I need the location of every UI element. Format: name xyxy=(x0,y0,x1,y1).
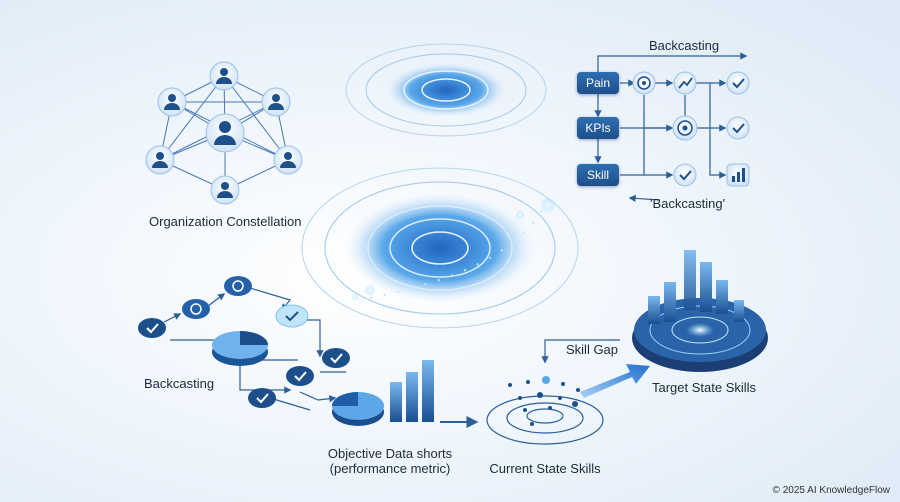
top-ripple xyxy=(345,43,547,137)
target-state-label: Target State Skills xyxy=(652,380,757,395)
trend-icon xyxy=(673,71,697,95)
check-icon xyxy=(275,304,309,328)
objective-data-chart xyxy=(332,360,479,428)
flow-box-pain: Pain xyxy=(577,72,619,94)
target-icon xyxy=(182,299,210,319)
target-icon xyxy=(672,115,698,141)
target-icon xyxy=(224,276,252,296)
person-icon xyxy=(209,61,239,91)
skill-gap-label: Skill Gap xyxy=(566,342,619,357)
backcasting-flow xyxy=(594,52,748,202)
person-icon xyxy=(145,145,175,175)
person-icon xyxy=(157,87,187,117)
objective-data-label-line2: (performance metric) xyxy=(329,461,451,476)
current-state-label: Current State Skills xyxy=(489,461,601,476)
bar-chart-icon xyxy=(726,163,750,187)
backcasting-left-flow xyxy=(163,287,346,411)
check-icon xyxy=(322,348,350,368)
org-constellation-label: Organization Constellation xyxy=(149,214,302,229)
check-icon xyxy=(726,71,750,95)
flow-box-skill: Skill xyxy=(577,164,619,186)
check-icon xyxy=(673,163,697,187)
copyright-text: © 2025 AI KnowledgeFlow xyxy=(772,485,890,496)
central-ripple xyxy=(301,167,579,329)
person-icon xyxy=(261,87,291,117)
person-icon xyxy=(205,113,245,153)
check-icon xyxy=(286,366,314,386)
current-skills-graphic xyxy=(486,364,650,445)
pie-chart-icon xyxy=(212,331,268,366)
check-icon xyxy=(248,388,276,408)
check-icon xyxy=(726,116,750,140)
target-icon xyxy=(632,71,656,95)
backcasting-top-label: Backcasting xyxy=(649,38,720,53)
flow-box-kpis: KPIs xyxy=(577,117,619,139)
check-icon xyxy=(138,318,166,338)
person-icon xyxy=(210,175,240,205)
skill-gap-arrow xyxy=(541,339,620,364)
backcasting-left-label: Backcasting xyxy=(144,376,215,391)
target-skills-graphic xyxy=(632,250,768,372)
objective-data-label-line1: Objective Data shorts xyxy=(327,446,453,461)
person-icon xyxy=(273,145,303,175)
backcasting-quote-label: 'Backcasting' xyxy=(650,196,726,211)
